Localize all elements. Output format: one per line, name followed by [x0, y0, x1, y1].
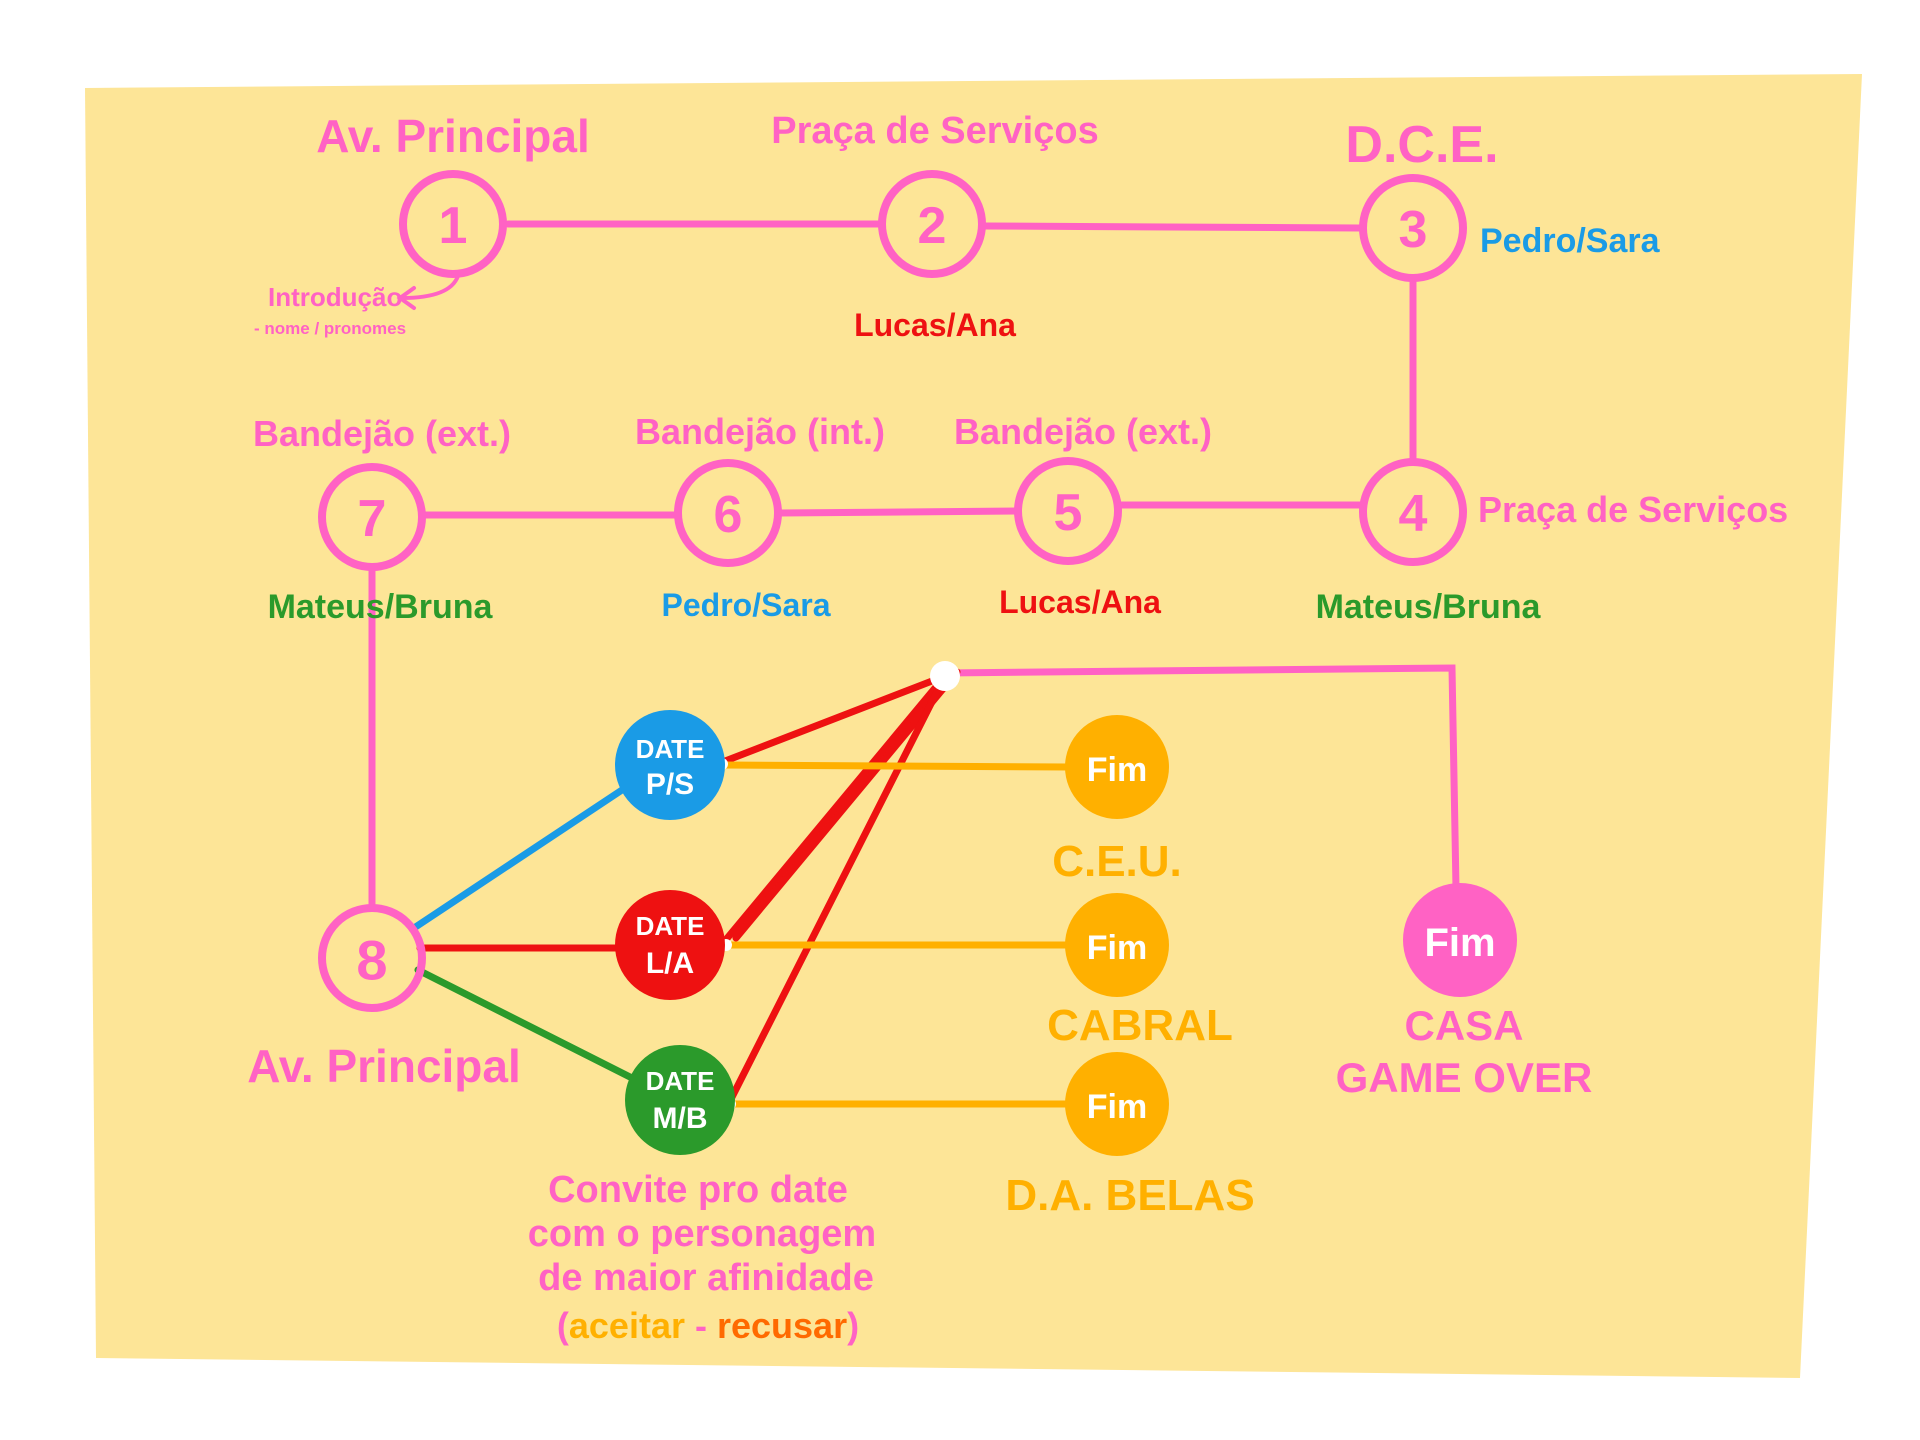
intro-arrow [400, 274, 460, 300]
invite-note: Convite pro date com o personagem de mai… [528, 1169, 876, 1346]
date-label-pair: M/B [653, 1102, 708, 1135]
place-label-3: D.C.E. [1345, 116, 1498, 174]
stop-node-6: 6 [674, 459, 782, 567]
junction-dot [930, 661, 960, 691]
refuse-line-mb [724, 672, 949, 1109]
date-label-top: DATE [646, 1066, 715, 1096]
paper-sheet [85, 74, 1862, 1378]
invite-line-1: Convite pro date [548, 1169, 848, 1211]
stop-node-4: 4 [1359, 458, 1467, 566]
pair-label-7: Mateus/Bruna [268, 588, 494, 626]
pair-label-3: Pedro/Sara [1480, 222, 1661, 260]
place-label-4: Praça de Serviços [1478, 489, 1788, 530]
date-label-pair: P/S [646, 768, 694, 801]
accept-line-ceu [720, 761, 1072, 771]
date-node-la: DATE L/A [615, 890, 725, 1000]
intro-arrow-head [396, 286, 416, 310]
ending-place: CABRAL [1047, 1001, 1233, 1050]
route-5-6 [776, 507, 1022, 517]
invite-line-3: de maior afinidade [538, 1257, 874, 1299]
branch-lines [410, 668, 1072, 1109]
stop-node-8: 8 [318, 904, 426, 1012]
stop-number: 2 [918, 197, 947, 255]
refuse-line-la-b [732, 668, 961, 942]
invite-close: ) [847, 1305, 859, 1346]
game-over-line2: GAME OVER [1336, 1054, 1593, 1101]
stop-number: 1 [439, 197, 468, 255]
ending-place: D.A. BELAS [1005, 1171, 1254, 1220]
place-label-6: Bandejão (int.) [635, 411, 885, 452]
stop-node-2: 2 [878, 170, 986, 278]
intro-title: Introdução [268, 282, 402, 312]
branch-8-date-ps [410, 782, 632, 932]
date-label-top: DATE [636, 911, 705, 941]
ending-place: C.E.U. [1052, 837, 1182, 886]
pair-label-5: Lucas/Ana [999, 584, 1161, 620]
place-label-8: Av. Principal [247, 1040, 521, 1092]
invite-accept: aceitar [569, 1305, 685, 1346]
date-label-pair: L/A [646, 947, 694, 980]
invite-line-2: com o personagem [528, 1213, 876, 1255]
game-over-node: Fim CASA GAME OVER [1336, 883, 1593, 1101]
stop-node-5: 5 [1014, 457, 1122, 565]
pair-label-6: Pedro/Sara [662, 587, 831, 623]
ending-node-cabral: Fim CABRAL [1047, 893, 1233, 1050]
intro-note: Introdução - nome / pronomes [254, 274, 460, 338]
place-label-1: Av. Principal [316, 110, 590, 162]
place-label-5: Bandejão (ext.) [954, 411, 1212, 452]
route-2-3 [980, 222, 1364, 232]
stop-number: 7 [358, 490, 387, 548]
ending-node-dabelas: Fim D.A. BELAS [1005, 1052, 1255, 1220]
ending-node-ceu: Fim C.E.U. [1052, 715, 1182, 886]
place-label-7: Bandejão (ext.) [253, 413, 511, 454]
stop-number: 8 [356, 929, 387, 992]
invite-refuse: recusar [717, 1305, 847, 1346]
pair-label-4: Mateus/Bruna [1316, 588, 1542, 626]
pair-label-2: Lucas/Ana [854, 307, 1016, 343]
invite-separator: - [685, 1305, 717, 1346]
place-label-2: Praça de Serviços [771, 110, 1098, 152]
ending-badge: Fim [1087, 1088, 1147, 1126]
refuse-line-la [720, 672, 949, 946]
stop-number: 4 [1399, 485, 1428, 543]
date-node-ps: DATE P/S [615, 710, 725, 820]
date-label-top: DATE [636, 734, 705, 764]
ending-badge: Fim [1087, 929, 1147, 967]
game-over-badge: Fim [1424, 921, 1495, 965]
game-over-line1: CASA [1404, 1002, 1523, 1049]
intro-detail: - nome / pronomes [254, 319, 406, 338]
stop-number: 3 [1399, 201, 1428, 259]
branch-8-date-mb [414, 966, 636, 1082]
ending-badge: Fim [1087, 751, 1147, 789]
stop-node-3: 3 [1359, 174, 1467, 282]
stop-number: 5 [1054, 484, 1083, 542]
date-node-mb: DATE M/B [625, 1045, 735, 1155]
refuse-line-ps [716, 672, 949, 767]
stop-node-1: 1 [399, 170, 507, 278]
invite-open: ( [557, 1305, 569, 1346]
stop-node-7: 7 [318, 463, 426, 571]
invite-choice: (aceitar - recusar) [557, 1305, 859, 1346]
route-junction-gameover [941, 664, 1460, 892]
route-lines [368, 220, 1460, 912]
stop-number: 6 [714, 486, 743, 544]
